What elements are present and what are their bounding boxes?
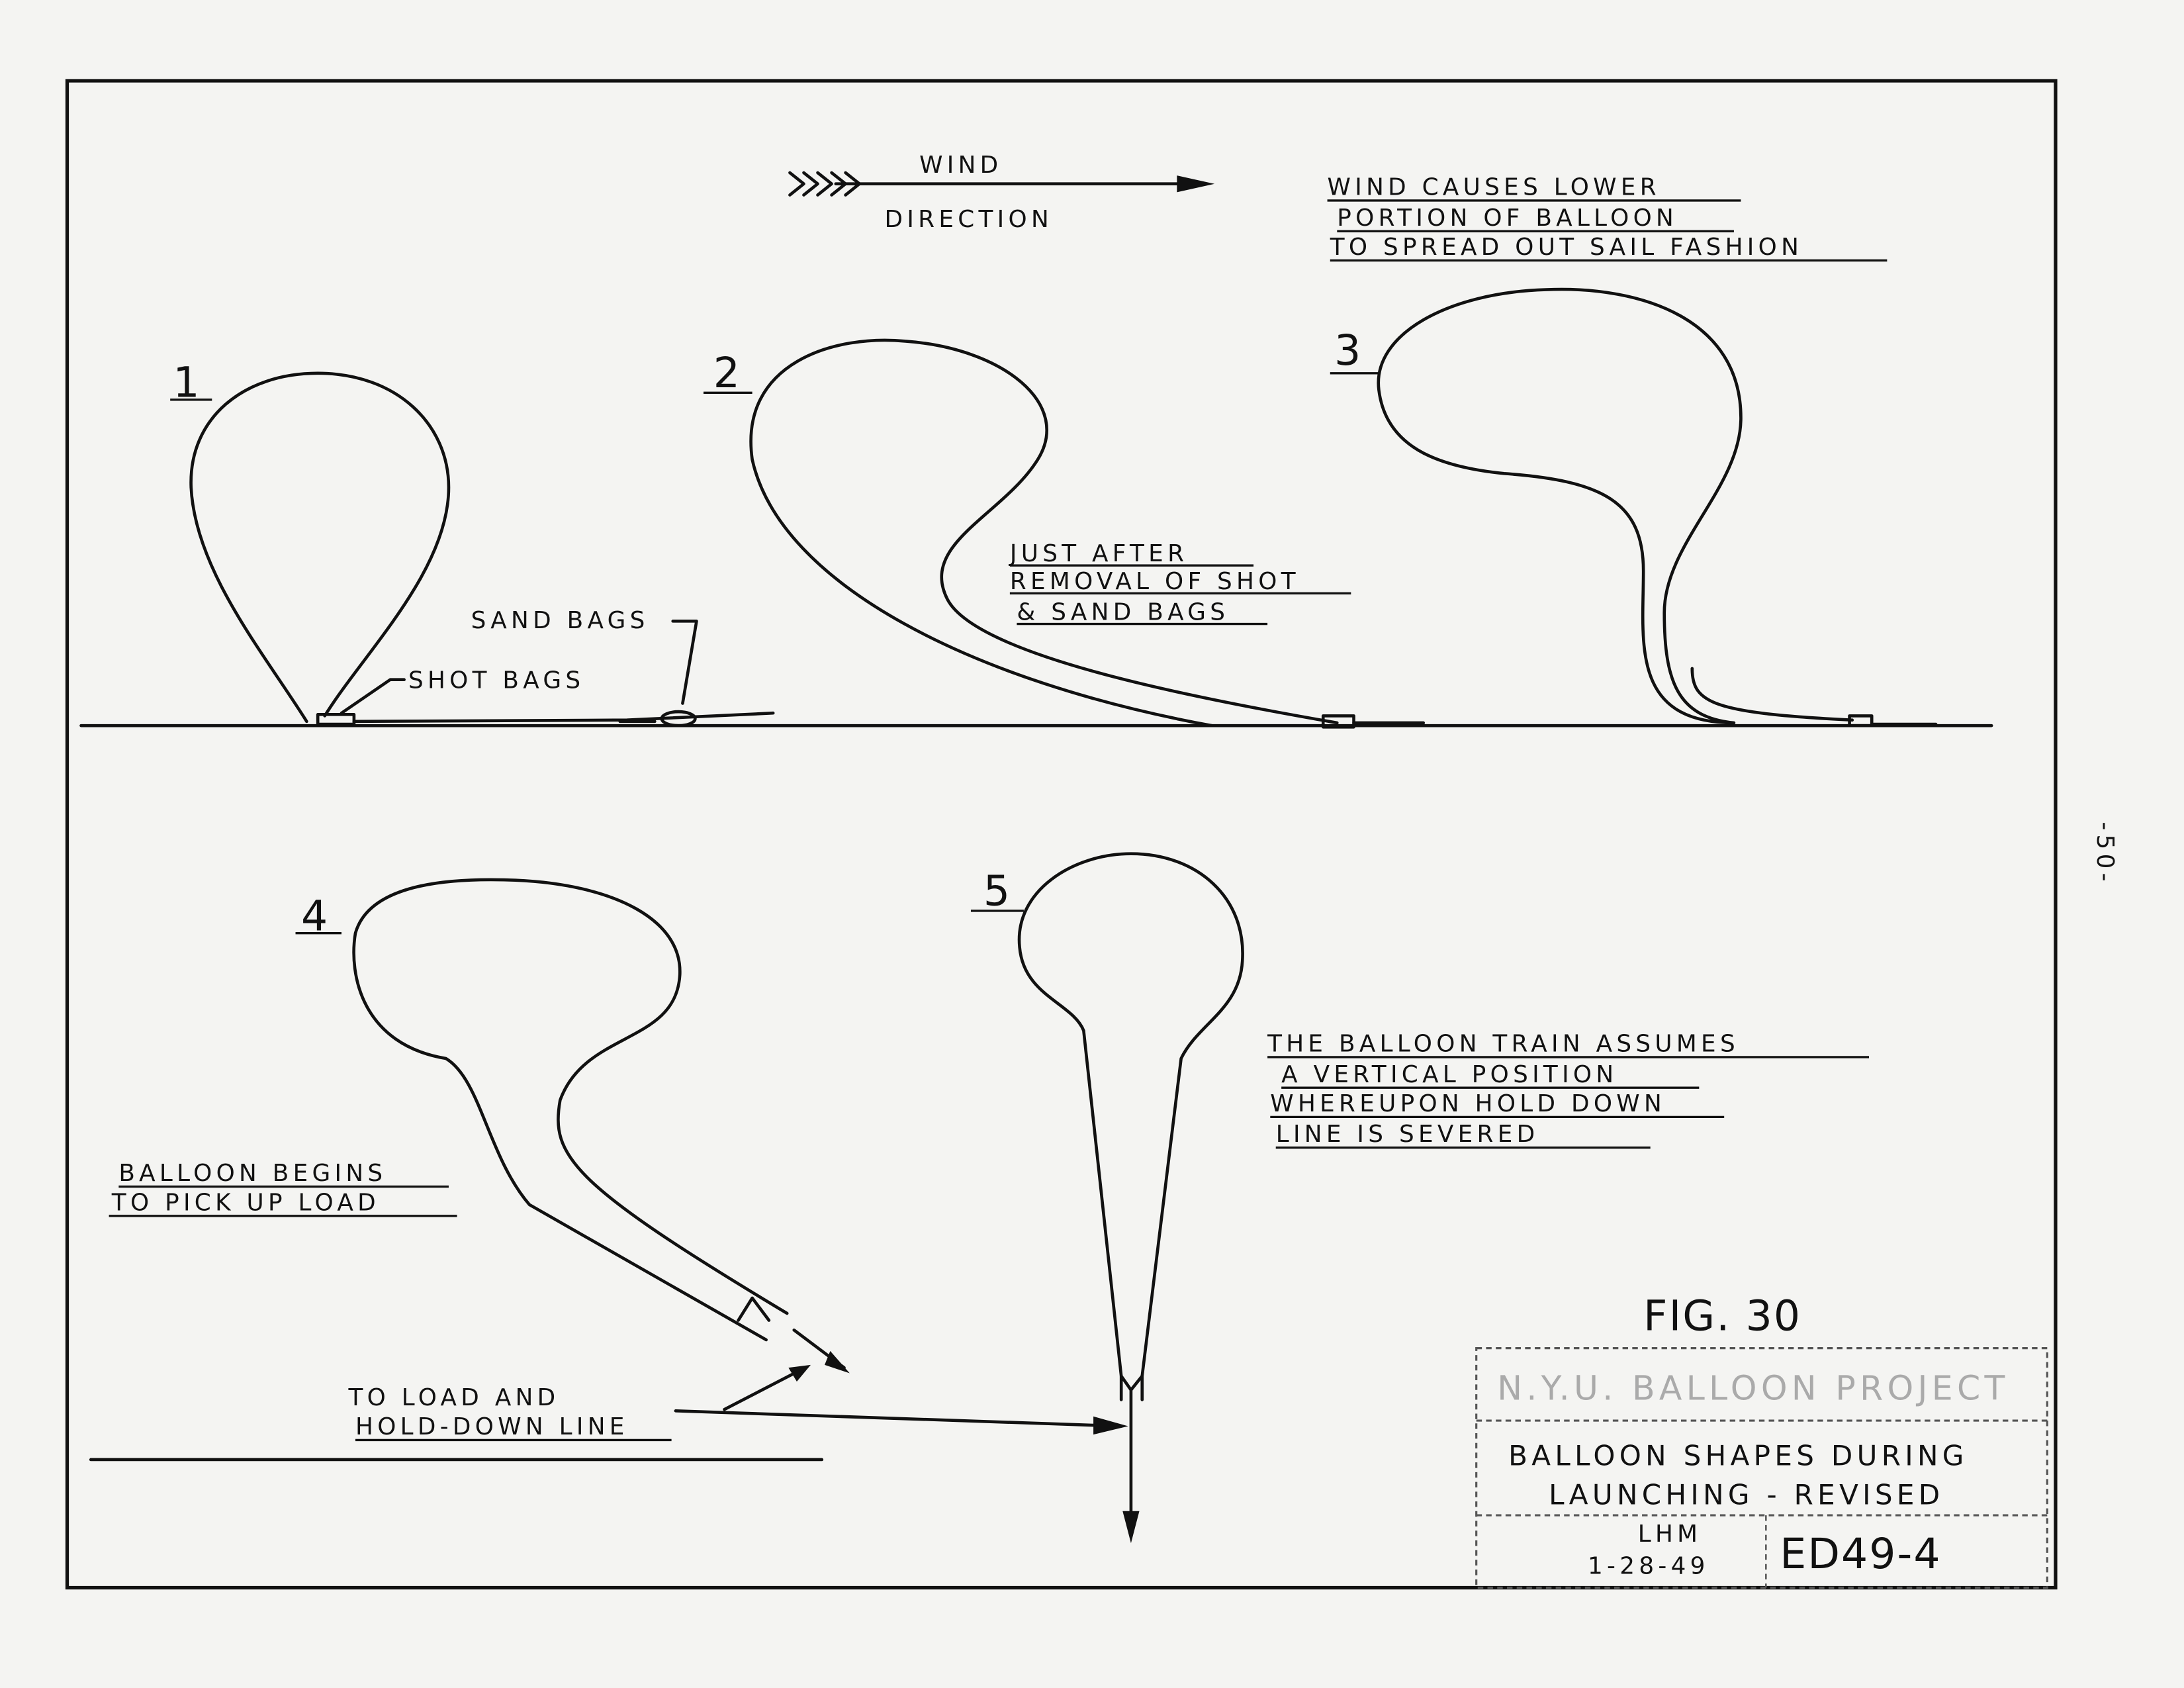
- label-5: 5: [983, 867, 1011, 915]
- direction-label: DIRECTION: [885, 206, 1054, 233]
- note-line: TO PICK UP LOAD: [111, 1189, 380, 1216]
- drawing-date: 1-28-49: [1588, 1552, 1709, 1579]
- balloon-2: [749, 338, 1339, 727]
- drawing-number: ED49-4: [1780, 1529, 1941, 1578]
- balloon-1: [189, 371, 451, 724]
- drawing-title-line1: BALLOON SHAPES DURING: [1508, 1439, 1968, 1472]
- note-line: A VERTICAL POSITION: [1281, 1061, 1617, 1088]
- note-line: WIND CAUSES LOWER: [1328, 174, 1661, 201]
- note-line: THE BALLOON TRAIN ASSUMES: [1267, 1030, 1739, 1057]
- wind-direction-arrow-icon: [788, 171, 1215, 197]
- note-line: LINE IS SEVERED: [1276, 1121, 1539, 1148]
- note-line: REMOVAL OF SHOT: [1010, 568, 1300, 595]
- page-number: -50-: [2091, 821, 2118, 886]
- note-balloon-train: THE BALLOON TRAIN ASSUMES A VERTICAL POS…: [1267, 1030, 1870, 1149]
- sand-bags-label: SAND BAGS: [471, 607, 649, 634]
- note-line: BALLOON BEGINS: [118, 1160, 387, 1187]
- note-just-after: JUST AFTER REMOVAL OF SHOT & SAND BAGS: [1009, 540, 1351, 626]
- note-line: HOLD-DOWN LINE: [355, 1413, 629, 1440]
- balloon-4: [352, 878, 789, 1342]
- title-block: N.Y.U. BALLOON PROJECT BALLOON SHAPES DU…: [1475, 1347, 2048, 1589]
- note-wind-causes: WIND CAUSES LOWER PORTION OF BALLOON TO …: [1327, 174, 1888, 262]
- drawing-title-line2: LAUNCHING - REVISED: [1549, 1478, 1944, 1511]
- label-3: 3: [1334, 326, 1362, 375]
- note-line: TO SPREAD OUT SAIL FASHION: [1330, 234, 1803, 261]
- wind-label: WIND: [919, 152, 1002, 179]
- note-line: JUST AFTER: [1009, 540, 1188, 567]
- note-line: & SAND BAGS: [1017, 598, 1229, 626]
- balloon-5: [1017, 852, 1244, 1378]
- balloon-3: [1377, 287, 1743, 725]
- label-2: 2: [713, 348, 741, 397]
- note-line: PORTION OF BALLOON: [1337, 205, 1678, 232]
- drawn-by: LHM: [1638, 1521, 1702, 1548]
- note-line: TO LOAD AND: [347, 1384, 559, 1411]
- drawing-border: [65, 79, 2058, 1590]
- shot-bags-label: SHOT BAGS: [408, 667, 584, 694]
- project-name: N.Y.U. BALLOON PROJECT: [1497, 1368, 2009, 1407]
- note-balloon-begins: BALLOON BEGINS TO PICK UP LOAD: [109, 1160, 457, 1217]
- note-to-load: TO LOAD AND HOLD-DOWN LINE: [347, 1384, 672, 1442]
- note-line: WHEREUPON HOLD DOWN: [1270, 1090, 1666, 1117]
- figure-number: FIG. 30: [1643, 1291, 1801, 1340]
